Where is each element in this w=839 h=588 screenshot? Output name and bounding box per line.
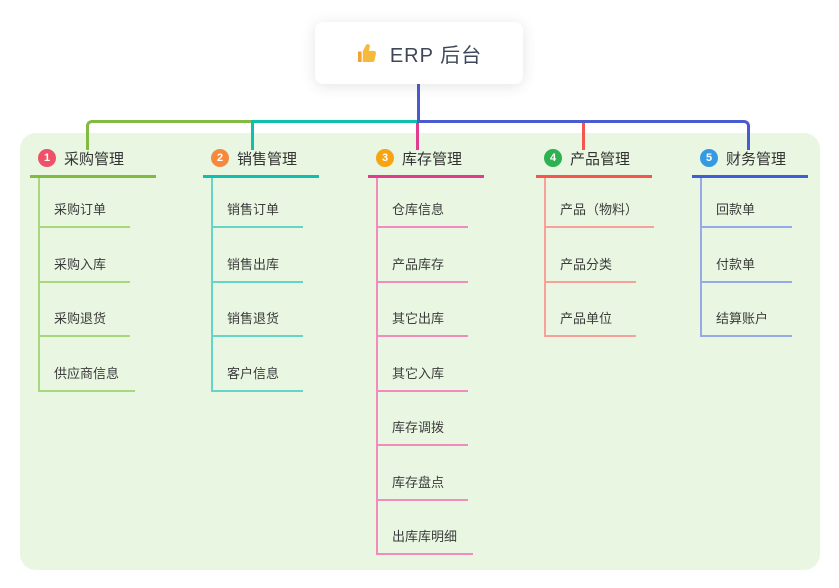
child-node[interactable]: 产品（物料） bbox=[546, 178, 655, 228]
branch-label: 采购管理 bbox=[64, 150, 125, 168]
child-node[interactable]: 回款单 bbox=[702, 178, 792, 228]
bus-connector-middle bbox=[252, 120, 418, 123]
branch-label: 财务管理 bbox=[726, 150, 787, 168]
root-label: ERP 后台 bbox=[389, 44, 483, 67]
branch-drop-line-inventory bbox=[416, 123, 419, 150]
branch-drop-line-product bbox=[582, 123, 585, 150]
child-node[interactable]: 采购退货 bbox=[40, 283, 130, 337]
branch-number-badge: 2 bbox=[211, 149, 229, 167]
child-node[interactable]: 采购入库 bbox=[40, 228, 130, 283]
branch-number-badge: 4 bbox=[544, 149, 562, 167]
trunk-connector-line bbox=[417, 84, 420, 121]
branch-product: 4 产品管理 产品（物料） 产品分类 产品单位 bbox=[536, 146, 696, 337]
branch-inventory: 3 库存管理 仓库信息 产品库存 其它出库 其它入库 库存调拨 库存盘点 出库库… bbox=[368, 146, 528, 555]
child-node[interactable]: 结算账户 bbox=[702, 283, 792, 337]
child-node[interactable]: 产品库存 bbox=[378, 228, 468, 283]
child-node[interactable]: 出库库明细 bbox=[378, 501, 474, 555]
bus-connector-left bbox=[86, 120, 252, 150]
branch-sales: 2 销售管理 销售订单 销售出库 销售退货 客户信息 bbox=[203, 146, 363, 392]
branch-number-badge: 1 bbox=[38, 149, 56, 167]
child-node[interactable]: 其它入库 bbox=[378, 337, 468, 392]
branch-children: 产品（物料） 产品分类 产品单位 bbox=[544, 178, 696, 337]
branch-node-purchase[interactable]: 1 采购管理 bbox=[30, 146, 156, 178]
child-node[interactable]: 采购订单 bbox=[40, 178, 130, 228]
branch-node-sales[interactable]: 2 销售管理 bbox=[203, 146, 319, 178]
child-node[interactable]: 库存调拨 bbox=[378, 392, 468, 446]
branch-drop-line-sales bbox=[251, 120, 254, 150]
child-node[interactable]: 销售退货 bbox=[213, 283, 303, 337]
branch-node-product[interactable]: 4 产品管理 bbox=[536, 146, 652, 178]
branch-node-inventory[interactable]: 3 库存管理 bbox=[368, 146, 484, 178]
child-node[interactable]: 其它出库 bbox=[378, 283, 468, 337]
child-node[interactable]: 客户信息 bbox=[213, 337, 303, 392]
branch-number-badge: 5 bbox=[700, 149, 718, 167]
thumbs-up-icon bbox=[356, 41, 380, 65]
branch-children: 销售订单 销售出库 销售退货 客户信息 bbox=[211, 178, 363, 392]
branch-children: 回款单 付款单 结算账户 bbox=[700, 178, 839, 337]
child-node[interactable]: 仓库信息 bbox=[378, 178, 468, 228]
bus-connector-right bbox=[417, 120, 750, 150]
branch-label: 库存管理 bbox=[402, 150, 463, 168]
branch-number-badge: 3 bbox=[376, 149, 394, 167]
root-node[interactable]: ERP 后台 bbox=[315, 22, 523, 84]
branch-label: 销售管理 bbox=[237, 150, 298, 168]
child-node[interactable]: 付款单 bbox=[702, 228, 792, 283]
branch-purchase: 1 采购管理 采购订单 采购入库 采购退货 供应商信息 bbox=[30, 146, 190, 392]
child-node[interactable]: 产品单位 bbox=[546, 283, 636, 337]
child-node[interactable]: 销售订单 bbox=[213, 178, 303, 228]
child-node[interactable]: 库存盘点 bbox=[378, 446, 468, 501]
branch-finance: 5 财务管理 回款单 付款单 结算账户 bbox=[692, 146, 839, 337]
child-node[interactable]: 供应商信息 bbox=[40, 337, 136, 392]
branch-children: 采购订单 采购入库 采购退货 供应商信息 bbox=[38, 178, 190, 392]
branch-node-finance[interactable]: 5 财务管理 bbox=[692, 146, 808, 178]
branch-children: 仓库信息 产品库存 其它出库 其它入库 库存调拨 库存盘点 出库库明细 bbox=[376, 178, 528, 555]
branches-panel bbox=[20, 133, 820, 570]
child-node[interactable]: 产品分类 bbox=[546, 228, 636, 283]
branch-label: 产品管理 bbox=[570, 150, 631, 168]
child-node[interactable]: 销售出库 bbox=[213, 228, 303, 283]
